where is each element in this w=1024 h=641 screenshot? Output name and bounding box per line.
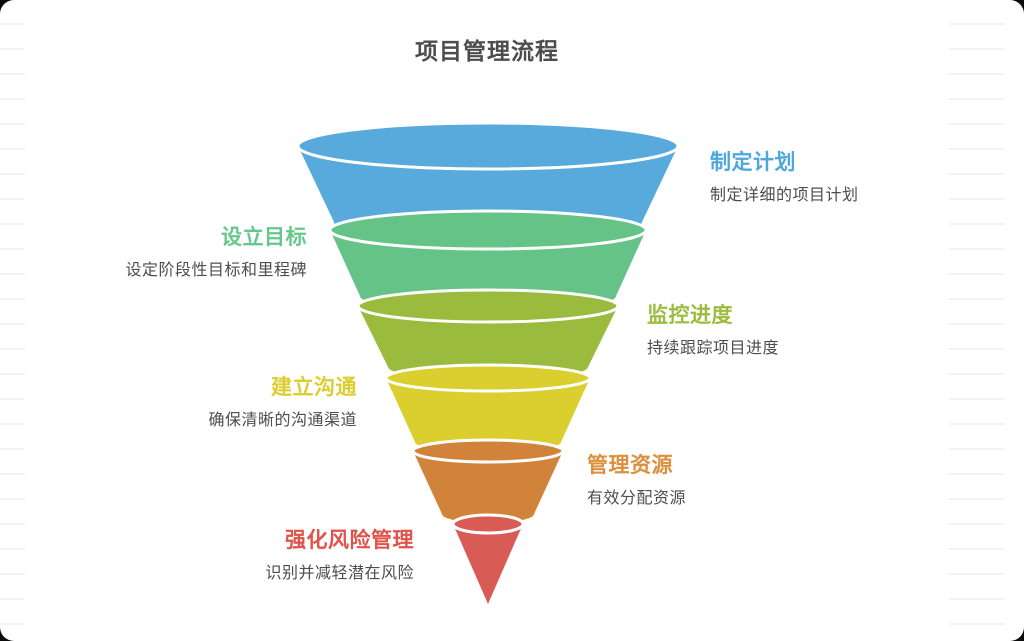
funnel-segment-rim-3: [384, 363, 592, 393]
step-label-goals: 设立目标 设定阶段性目标和里程碑: [125, 223, 307, 279]
step-label-monitor: 监控进度 持续跟踪项目进度: [647, 301, 779, 357]
step-title: 监控进度: [647, 303, 733, 327]
step-description: 确保清晰的沟通渠道: [208, 410, 357, 429]
step-label-plan: 制定计划 制定详细的项目计划: [710, 148, 859, 204]
step-description: 持续跟踪项目进度: [647, 338, 780, 357]
funnel-segment-rim-1: [328, 209, 648, 251]
funnel-segment-body-1: [330, 230, 646, 312]
funnel-segment-body-2: [358, 306, 618, 380]
step-label-risk: 强化风险管理 识别并减轻潜在风险: [265, 526, 414, 582]
step-description: 有效分配资源: [587, 488, 687, 507]
step-title: 强化风险管理: [285, 528, 414, 552]
funnel-segment-body-3: [386, 378, 590, 453]
step-title: 建立沟通: [271, 375, 357, 399]
funnel-segment-rim-5: [451, 513, 525, 535]
step-title: 制定计划: [710, 150, 796, 174]
funnel-segment-rim-2: [356, 288, 620, 324]
step-label-communication: 建立沟通 确保清晰的沟通渠道: [208, 373, 357, 429]
step-description: 设定阶段性目标和里程碑: [125, 260, 307, 279]
funnel-segment-body-5: [453, 524, 523, 604]
funnel-segment-rim-4: [411, 438, 565, 464]
step-title: 设立目标: [221, 225, 307, 249]
step-title: 管理资源: [587, 453, 673, 477]
funnel-segment-body-4: [413, 451, 563, 523]
step-description: 识别并减轻潜在风险: [265, 563, 414, 582]
funnel-segment-rim-0: [296, 121, 680, 171]
page-title: 项目管理流程: [415, 39, 559, 65]
step-label-resources: 管理资源 有效分配资源: [587, 451, 686, 507]
step-description: 制定详细的项目计划: [710, 185, 859, 204]
